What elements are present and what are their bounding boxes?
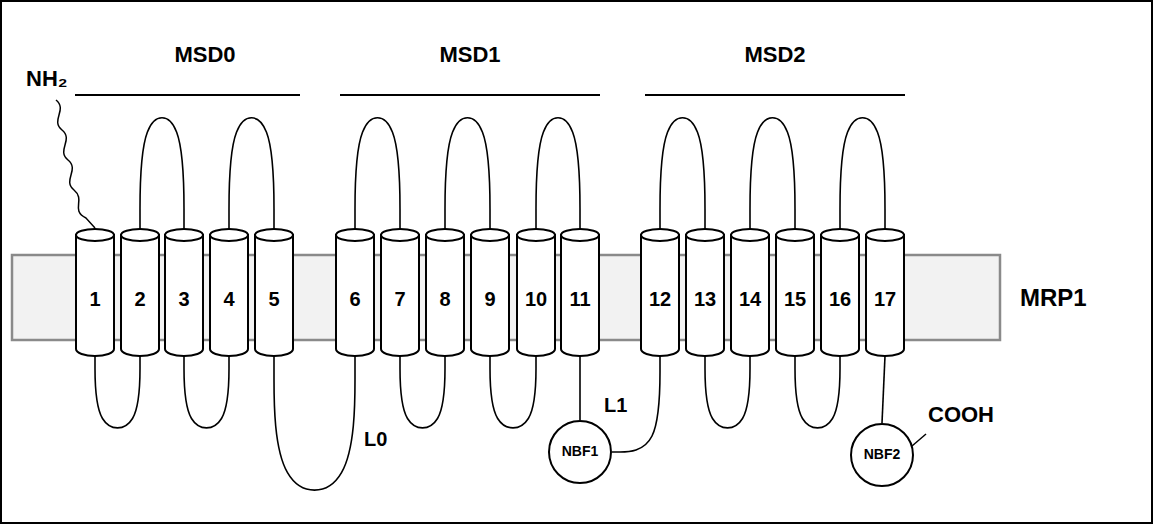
loop-connector — [795, 356, 840, 428]
loop-connector — [840, 118, 885, 228]
helix-cylinder: 5 — [254, 228, 294, 356]
node-text: 3 — [178, 288, 189, 310]
helix-cylinder: 8 — [425, 228, 465, 356]
helix-cylinder: 17 — [865, 228, 905, 356]
loop-connector — [400, 356, 445, 428]
node-text: 1 — [89, 288, 100, 310]
terminus-label: COOH — [928, 402, 994, 427]
node-text: 6 — [349, 288, 360, 310]
helix-cylinder: 6 — [335, 228, 375, 356]
node-text: 13 — [694, 288, 716, 310]
helix-cylinder: 15 — [775, 228, 815, 356]
loop-connector — [274, 356, 355, 490]
domain-bracket — [645, 94, 905, 96]
domain-bracket — [75, 94, 300, 96]
loop-connector — [140, 118, 184, 228]
helix-cylinder: 14 — [730, 228, 770, 356]
node-text: 12 — [649, 288, 671, 310]
helix-cylinder: 4 — [209, 228, 249, 356]
loop-connector — [184, 356, 229, 428]
helix-cylinder: 1 — [75, 228, 115, 356]
helix-cylinder: 13 — [685, 228, 725, 356]
helix-cylinder: 11 — [560, 228, 600, 356]
loop-connector — [355, 118, 400, 228]
protein-name: MRP1 — [1020, 284, 1087, 312]
node-text: 8 — [439, 288, 450, 310]
loop-connector — [882, 356, 885, 423]
loop-connector — [660, 118, 705, 228]
helix-cylinder: 2 — [120, 228, 160, 356]
terminus-leader — [56, 100, 95, 228]
node-text: NBF1 — [562, 444, 599, 459]
node-text: 16 — [829, 288, 851, 310]
node-text: 7 — [394, 288, 405, 310]
node-text: NBF2 — [864, 447, 901, 462]
domain-bracket — [340, 94, 600, 96]
nbf-circle: NBF1 — [548, 420, 612, 484]
node-text: 5 — [268, 288, 279, 310]
helix-cylinder: 7 — [380, 228, 420, 356]
loop-connector — [95, 356, 140, 428]
domain-label: MSD0 — [174, 42, 235, 67]
loop-connector — [536, 118, 580, 228]
terminus-label: NH₂ — [26, 66, 68, 91]
loop-connector — [705, 356, 750, 428]
loop-connector — [750, 118, 795, 228]
helix-cylinder: 9 — [470, 228, 510, 356]
node-text: 17 — [874, 288, 896, 310]
domain-label: MSD1 — [439, 42, 500, 67]
node-text: 10 — [525, 288, 547, 310]
loop-label: L1 — [604, 394, 627, 417]
node-text: 4 — [223, 288, 234, 310]
loop-connector — [490, 356, 536, 428]
node-text: 9 — [484, 288, 495, 310]
node-text: 14 — [739, 288, 761, 310]
loop-connector — [445, 118, 490, 228]
terminus-leader — [912, 434, 926, 446]
helix-cylinder: 10 — [516, 228, 556, 356]
helix-cylinder: 3 — [164, 228, 204, 356]
domain-label: MSD2 — [744, 42, 805, 67]
loop-connector — [229, 118, 274, 228]
helix-cylinder: 16 — [820, 228, 860, 356]
loop-label: L0 — [364, 428, 387, 451]
node-text: 11 — [569, 288, 590, 310]
loop-connector — [579, 356, 581, 420]
node-text: 15 — [784, 288, 806, 310]
node-text: 2 — [134, 288, 145, 310]
helix-cylinder: 12 — [640, 228, 680, 356]
nbf-circle: NBF2 — [850, 423, 914, 487]
